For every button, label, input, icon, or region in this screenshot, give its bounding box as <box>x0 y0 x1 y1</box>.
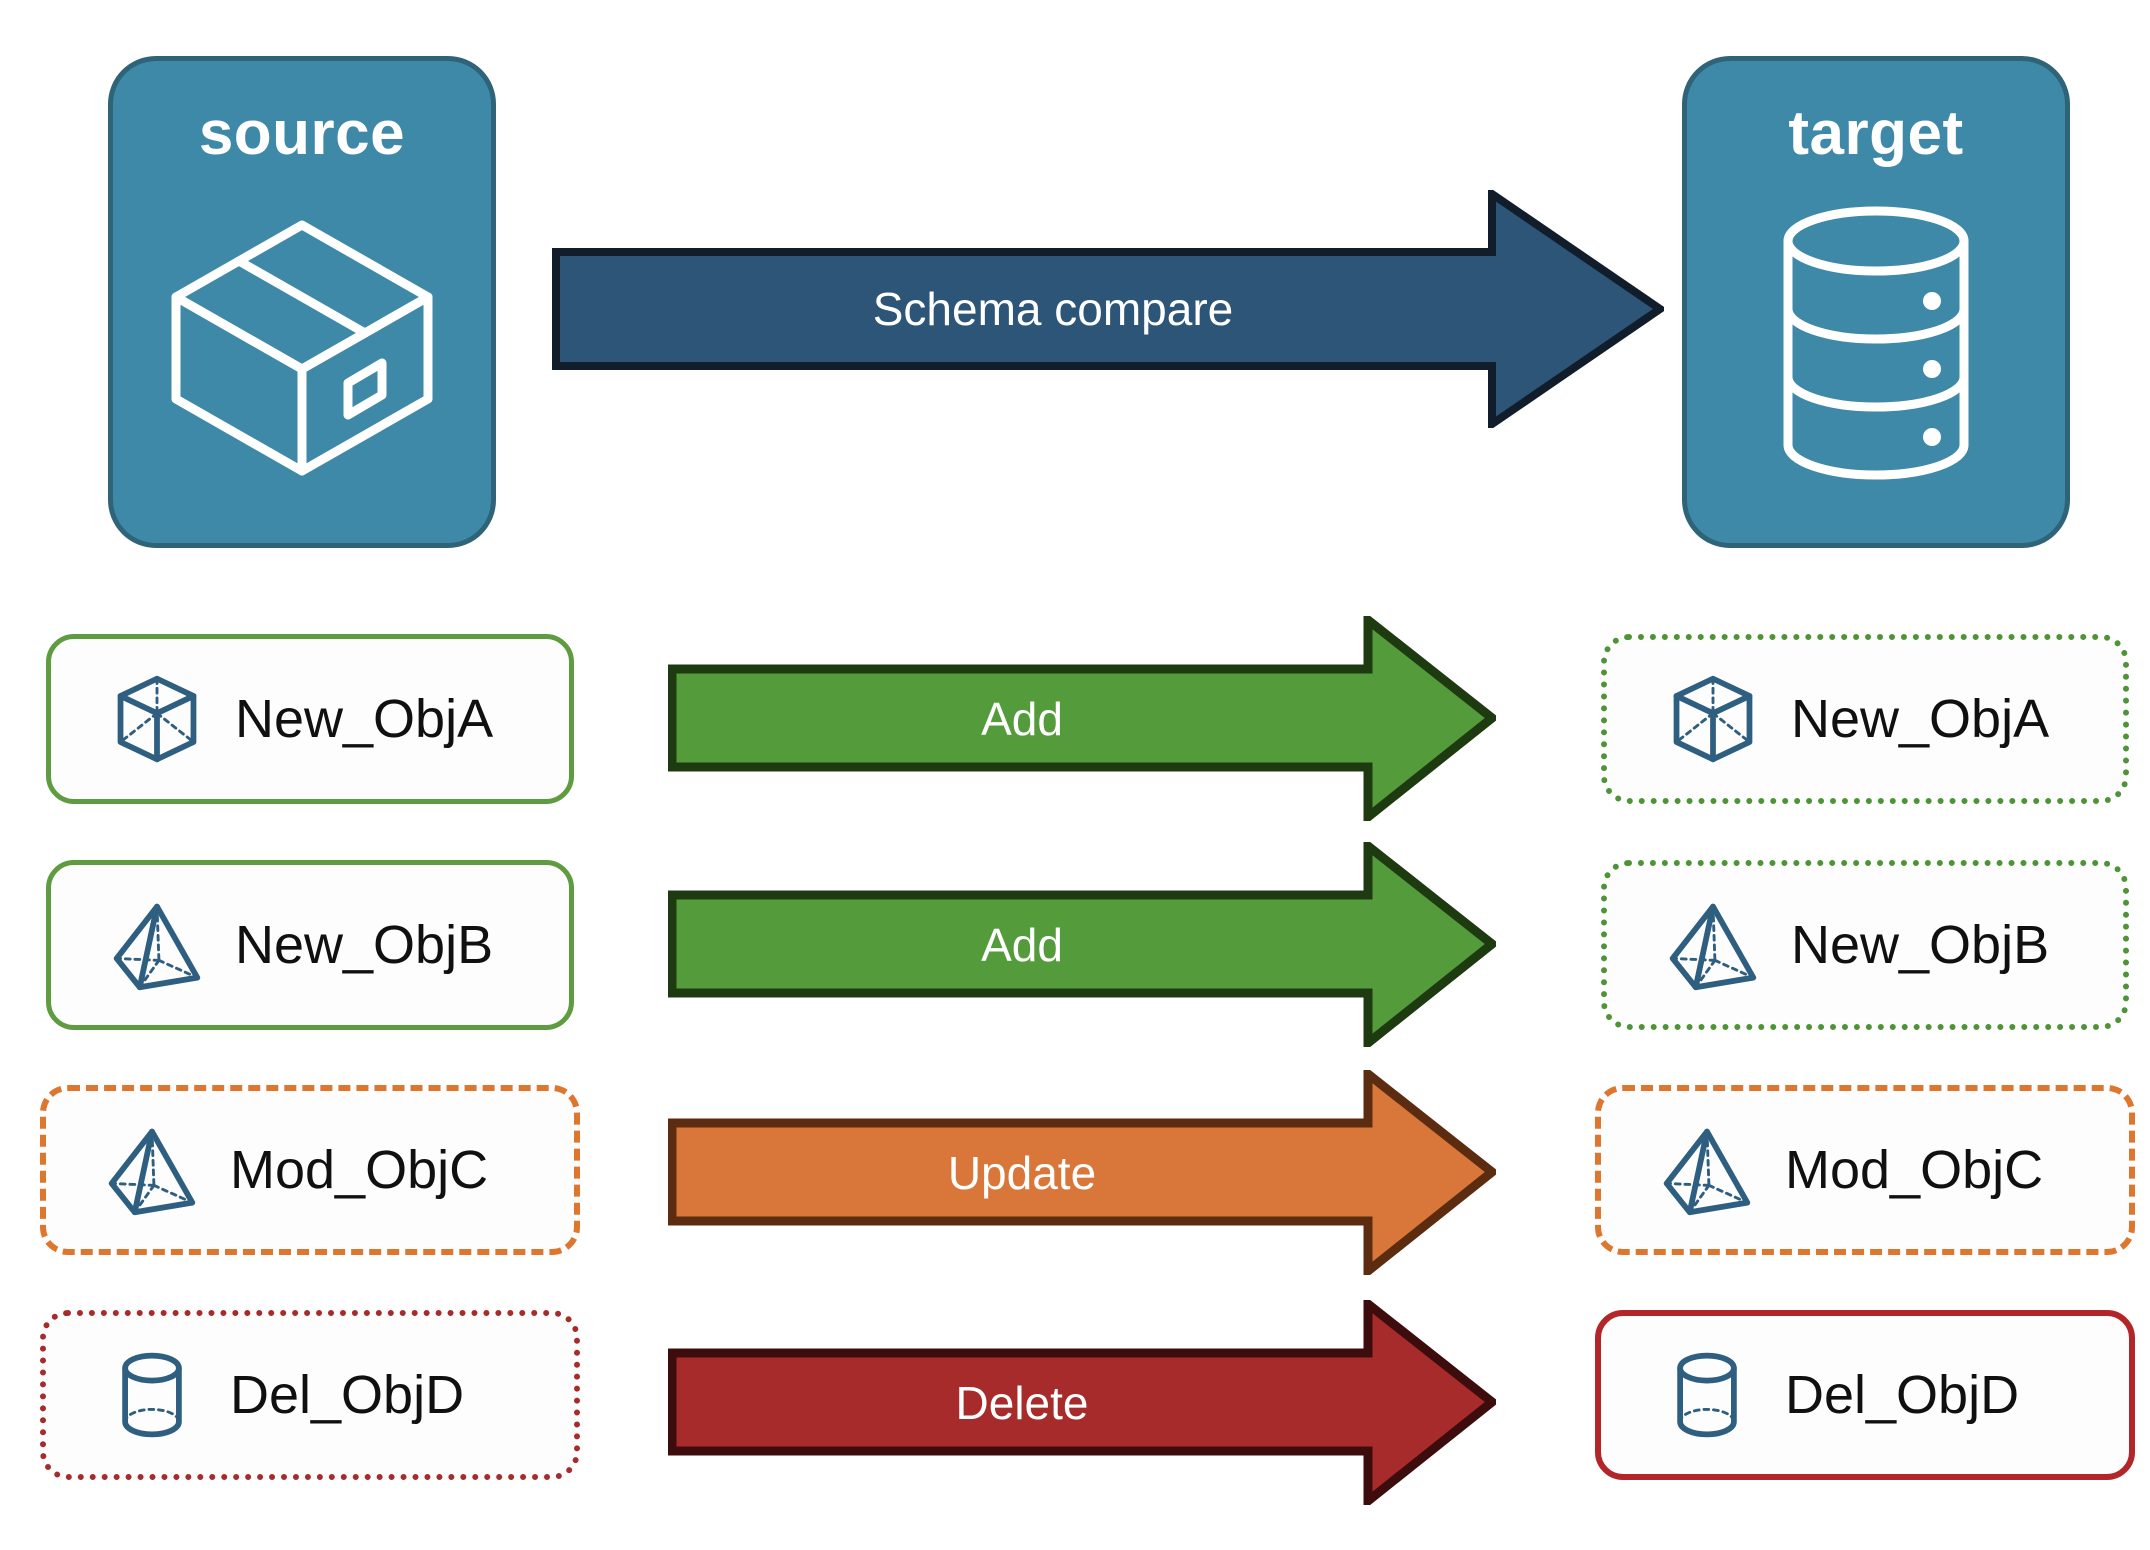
wireframe-cube-icon <box>1665 671 1761 767</box>
target-object-card-0[interactable]: New_ObjA <box>1601 634 2129 804</box>
source-object-card-0[interactable]: New_ObjA <box>46 634 574 804</box>
database-cylinder-icon <box>1726 193 2026 493</box>
schema-compare-arrow[interactable]: Schema compare <box>552 186 1668 432</box>
wireframe-cube-icon <box>109 671 205 767</box>
target-endpoint-card[interactable]: target <box>1682 56 2070 548</box>
source-object-label-2: Mod_ObjC <box>230 1140 489 1200</box>
target-object-card-3[interactable]: Del_ObjD <box>1595 1310 2135 1480</box>
source-object-label-3: Del_ObjD <box>230 1365 465 1425</box>
package-box-icon <box>152 193 452 493</box>
action-arrow-2[interactable]: Update <box>667 1064 1500 1281</box>
wireframe-pyramid-icon <box>109 897 205 993</box>
wireframe-pyramid-icon <box>1665 897 1761 993</box>
target-title: target <box>1788 99 1964 168</box>
target-object-label-0: New_ObjA <box>1791 689 2050 749</box>
wireframe-cylinder-icon <box>1659 1347 1755 1443</box>
action-arrow-1[interactable]: Add <box>667 836 1500 1053</box>
target-object-label-2: Mod_ObjC <box>1785 1140 2044 1200</box>
target-object-card-2[interactable]: Mod_ObjC <box>1595 1085 2135 1255</box>
source-object-label-1: New_ObjB <box>235 915 494 975</box>
source-object-card-1[interactable]: New_ObjB <box>46 860 574 1030</box>
action-arrow-0[interactable]: Add <box>667 610 1500 827</box>
target-object-label-3: Del_ObjD <box>1785 1365 2020 1425</box>
source-endpoint-card[interactable]: source <box>108 56 496 548</box>
target-object-card-1[interactable]: New_ObjB <box>1601 860 2129 1030</box>
source-object-card-2[interactable]: Mod_ObjC <box>40 1085 580 1255</box>
wireframe-cylinder-icon <box>104 1347 200 1443</box>
wireframe-pyramid-icon <box>1659 1122 1755 1218</box>
source-object-card-3[interactable]: Del_ObjD <box>40 1310 580 1480</box>
wireframe-pyramid-icon <box>104 1122 200 1218</box>
action-arrow-3[interactable]: Delete <box>667 1294 1500 1511</box>
target-object-label-1: New_ObjB <box>1791 915 2050 975</box>
source-title: source <box>198 99 406 168</box>
source-object-label-0: New_ObjA <box>235 689 494 749</box>
